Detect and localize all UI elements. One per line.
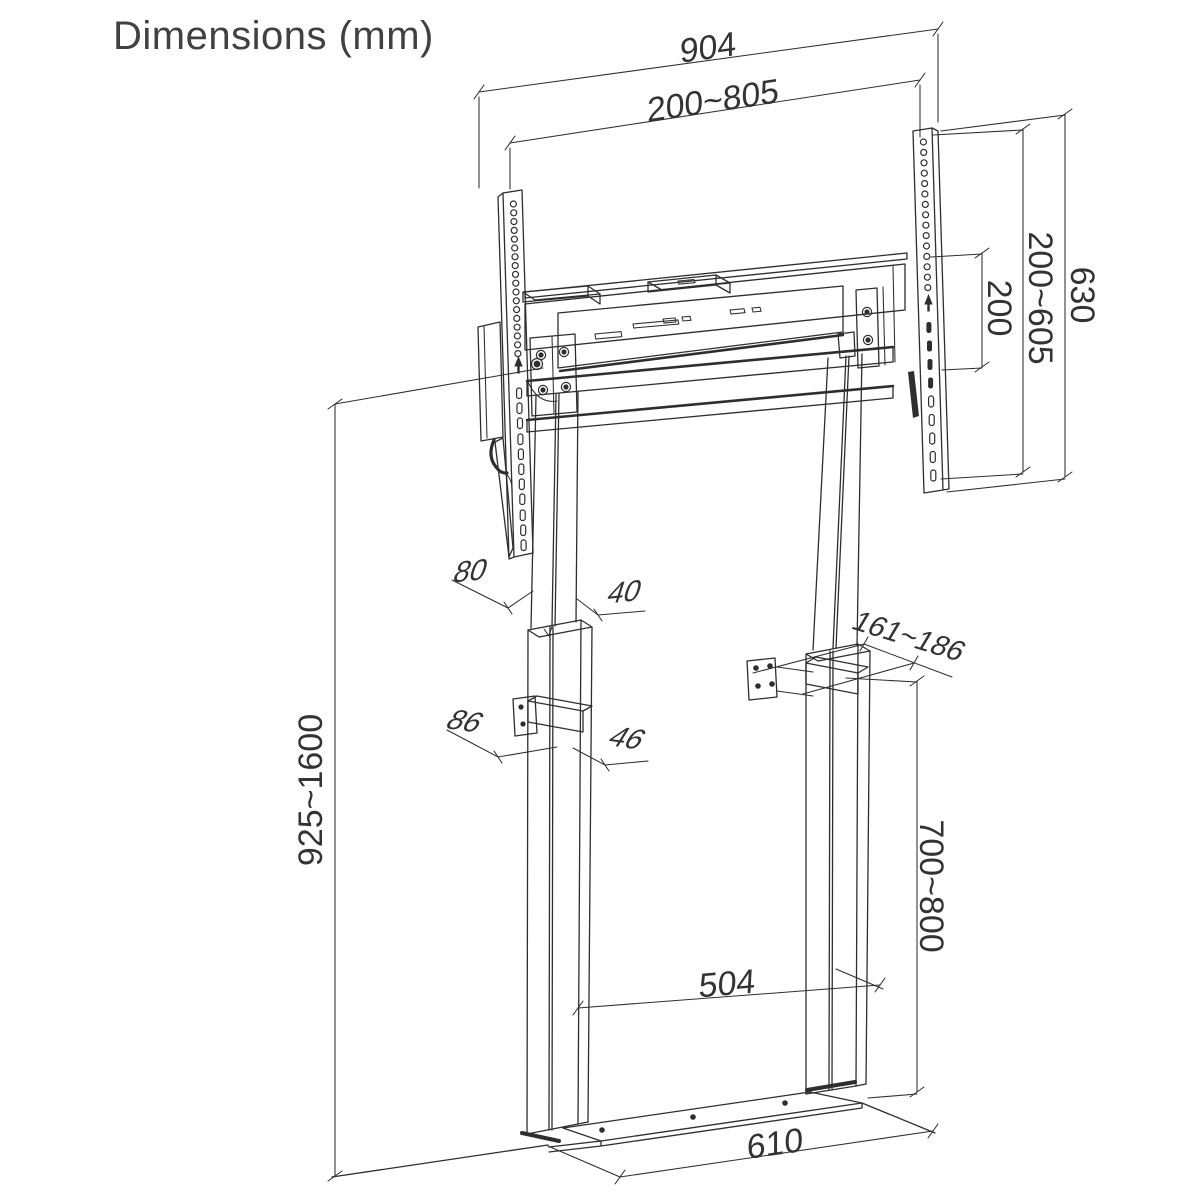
- dimension-wall-bracket-offset-range: 161~186: [752, 606, 972, 695]
- dimension-base-width: 610: [547, 1121, 939, 1185]
- dimension-wall-bracket-height-range: 700~800: [845, 675, 950, 1099]
- dimension-screen-height-range-label: 925~1600: [292, 714, 330, 866]
- dimension-inner-column-depth-label: 40: [603, 573, 646, 610]
- left-column: [512, 391, 593, 1143]
- left-vesa-rail-holes: [509, 200, 522, 358]
- dimension-screen-height-range: 925~1600: [292, 367, 544, 1182]
- left-rail-up-arrow-icon: [514, 356, 523, 374]
- right-vesa-rail-holes: [919, 138, 932, 292]
- right-column-foot: [805, 1080, 857, 1092]
- right-vesa-rail: [908, 127, 950, 494]
- dimension-base-width-label: 610: [747, 1121, 803, 1167]
- dimension-inner-column-width-label: 80: [449, 552, 492, 589]
- left-carriage-bracket: [527, 333, 578, 417]
- left-vesa-rail: [497, 189, 534, 560]
- dimension-wall-bracket-height-range-label: 700~800: [912, 819, 950, 952]
- left-screen-edge: [477, 321, 514, 558]
- dimension-overall-width-label: 904: [680, 25, 736, 71]
- right-carriage-bracket: [855, 265, 896, 369]
- cable: [489, 438, 509, 475]
- left-column-foot: [520, 1131, 561, 1143]
- beam-latch-slots: [594, 306, 762, 340]
- right-column: [746, 353, 871, 1095]
- right-column-wall-bracket: [746, 656, 869, 701]
- dimension-outer-column-width-label: 86: [440, 704, 491, 739]
- dimension-outer-column-section: 86 46: [440, 704, 653, 772]
- right-vesa-rail-slots: [926, 322, 937, 482]
- dimension-wall-bracket-offset-range-label: 161~186: [846, 606, 972, 668]
- left-vesa-rail-slots: [515, 387, 527, 552]
- top-left-box: [522, 285, 601, 305]
- top-middle-box: [647, 274, 731, 294]
- page-title: Dimensions (mm): [113, 14, 434, 58]
- top-crossbar-assembly: [522, 252, 908, 433]
- dimension-rail-height: 630: [940, 108, 1101, 493]
- base-plate: [331, 1091, 936, 1178]
- right-screen-edge: [908, 371, 919, 418]
- dimension-vesa-height-range: 200~605: [932, 123, 1059, 480]
- dimension-vesa-width-range: 200~805: [504, 72, 926, 190]
- dimension-rail-height-label: 630: [1063, 267, 1101, 324]
- dimension-column-spacing: 504: [572, 962, 886, 1016]
- dimension-vesa-height-range-label: 200~605: [1021, 231, 1059, 364]
- dimension-inner-column-section: 80 40: [449, 552, 646, 622]
- dimension-column-spacing-label: 504: [698, 962, 757, 1005]
- floor-line-left: [331, 1144, 549, 1178]
- lower-crossbars: [525, 345, 895, 433]
- dimension-vesa-height-step-label: 200: [980, 280, 1018, 337]
- dimension-vesa-width-range-label: 200~805: [647, 72, 779, 130]
- left-column-clamp-bracket: [512, 695, 593, 737]
- right-rail-up-arrow-icon: [924, 294, 933, 312]
- floor-line-right: [861, 1102, 936, 1134]
- dimension-overall-width: 904: [473, 21, 944, 189]
- dimension-vesa-height-step: 200: [930, 247, 1018, 373]
- dimension-outer-column-depth-label: 46: [602, 721, 653, 756]
